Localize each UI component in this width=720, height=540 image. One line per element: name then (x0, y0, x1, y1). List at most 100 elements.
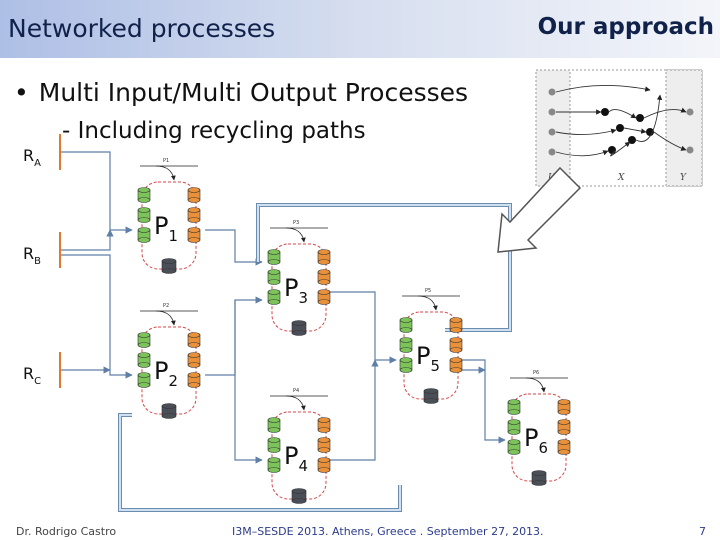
connector-lines (60, 151, 512, 512)
bullet-text: Multi Input/Multi Output Processes (38, 78, 469, 107)
input-port (137, 332, 151, 348)
inset-state-node (601, 108, 609, 116)
output-port (317, 249, 331, 265)
inset-input-node (548, 148, 556, 156)
process-caption: P1 (163, 158, 169, 164)
recycling-path-inner-2 (119, 414, 401, 511)
process-top-arrow (525, 377, 546, 393)
input-port (137, 352, 151, 368)
input-port (267, 269, 281, 285)
connector-2 (60, 229, 114, 251)
input-port (137, 187, 151, 203)
sub-bullet: - Including recycling paths (62, 118, 366, 144)
storage-tank (291, 488, 307, 504)
connector-9 (330, 359, 379, 461)
inset-input-node (548, 108, 556, 116)
inset-diagram: UXY (497, 69, 703, 253)
storage-tank (291, 320, 307, 336)
process-label: P2 (154, 357, 178, 390)
process-top-arrow (285, 395, 306, 411)
connector-1 (60, 151, 133, 234)
inset-input-node (548, 128, 556, 136)
footer-event: I3M–SESDE 2013. Athens, Greece . Septemb… (232, 525, 544, 538)
process-label: P1 (154, 212, 178, 245)
output-port (449, 357, 463, 373)
process-caption: P2 (163, 303, 169, 309)
inset-edge (635, 94, 663, 142)
connector-7 (234, 300, 263, 464)
input-port (267, 417, 281, 433)
inset-output-node (686, 108, 694, 116)
process-top-arrow (417, 295, 438, 311)
connector-8 (330, 291, 397, 364)
inset-output-node (686, 146, 694, 154)
output-port (449, 317, 463, 333)
main-bullet: •Multi Input/Multi Output Processes (14, 78, 468, 107)
inset-edge (653, 131, 687, 151)
inset-edge (555, 85, 651, 93)
storage-tank (161, 258, 177, 274)
output-port (187, 352, 201, 368)
storage-tank (161, 403, 177, 419)
input-port (267, 457, 281, 473)
input-port (267, 289, 281, 305)
inset-edge (643, 107, 687, 119)
source-b: RB (23, 232, 61, 268)
footer-page-number: 7 (699, 525, 706, 538)
inset-col-y (665, 69, 703, 187)
storage-tank (531, 470, 547, 486)
input-port (137, 227, 151, 243)
process-caption: P4 (293, 388, 299, 394)
output-port (187, 207, 201, 223)
inset-input-node (548, 88, 556, 96)
recycling-path-2 (118, 413, 402, 512)
input-port (399, 337, 413, 353)
input-port (267, 249, 281, 265)
process-label: P5 (416, 342, 440, 375)
output-port (557, 439, 571, 455)
input-port (267, 437, 281, 453)
inset-col-u (535, 69, 571, 187)
source-c: RC (23, 352, 61, 388)
recycling-path-inner-1 (257, 204, 511, 331)
inset-edge (555, 150, 609, 157)
output-port (449, 337, 463, 353)
input-port (507, 399, 521, 415)
output-port (187, 372, 201, 388)
inset-state-node (616, 124, 624, 132)
process-top-arrow (155, 165, 176, 181)
input-port (507, 439, 521, 455)
output-port (317, 457, 331, 473)
connector-10 (455, 359, 506, 444)
input-port (507, 419, 521, 435)
output-port (317, 437, 331, 453)
output-port (187, 332, 201, 348)
process-label: P4 (284, 442, 308, 475)
slide-title: Networked processes (8, 14, 276, 43)
input-port (137, 372, 151, 388)
output-port (317, 417, 331, 433)
connector-5 (205, 229, 263, 266)
process-label: P3 (284, 274, 308, 307)
process-caption: P3 (293, 220, 299, 226)
inset-column-label: Y (680, 173, 687, 183)
inset-column-label: X (617, 173, 625, 183)
connector-6 (205, 296, 263, 376)
input-port (399, 317, 413, 333)
process-label: P6 (524, 424, 548, 457)
process-caption: P6 (533, 370, 539, 376)
pointer-arrow-icon (497, 166, 582, 253)
inset-edge (610, 141, 631, 157)
input-port (399, 357, 413, 373)
process-caption: P5 (425, 288, 431, 294)
output-port (317, 289, 331, 305)
source-a: RA (23, 134, 61, 170)
